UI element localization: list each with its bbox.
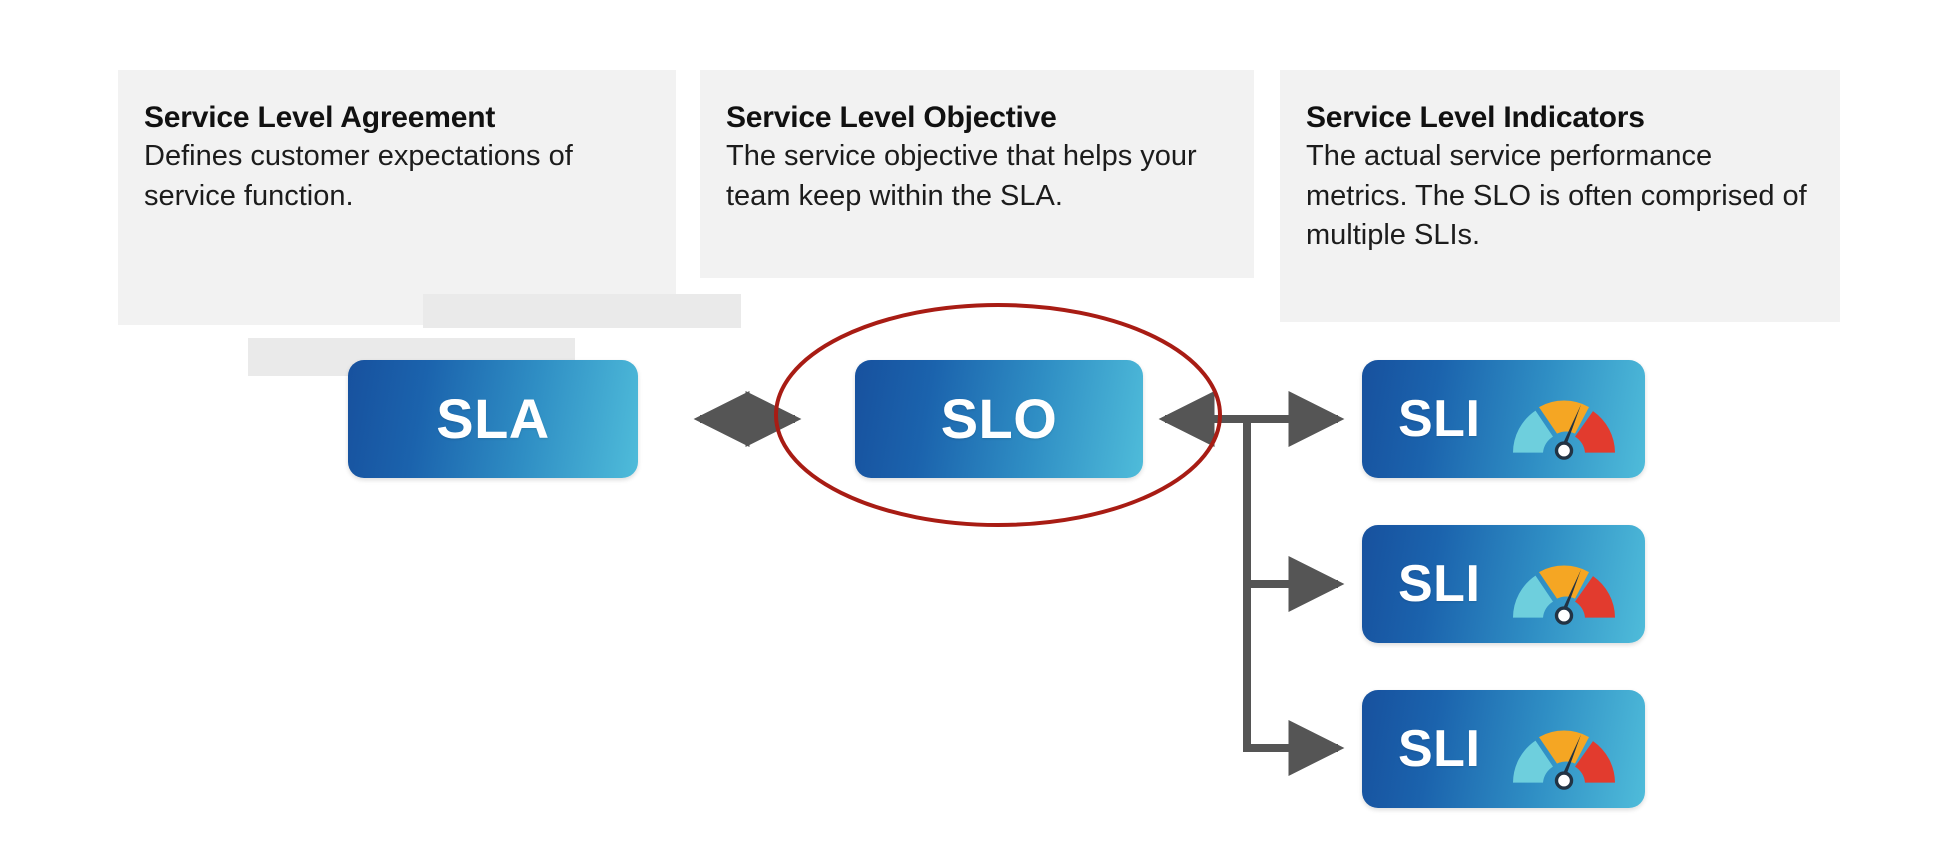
card-sla: Service Level Agreement Defines customer… — [118, 70, 741, 376]
gauge-icon — [1505, 711, 1623, 791]
node-slo[interactable]: SLO — [855, 360, 1143, 478]
redaction-block-1 — [423, 294, 741, 328]
card-slo-title: Service Level Objective — [726, 101, 1057, 134]
node-sli-1-label: SLI — [1398, 390, 1481, 448]
node-sla[interactable]: SLA — [348, 360, 638, 478]
gauge-icon — [1505, 546, 1623, 626]
node-sli-3-label: SLI — [1398, 720, 1481, 778]
card-sla-title: Service Level Agreement — [144, 101, 496, 134]
card-sli: Service Level Indicators The actual serv… — [1280, 70, 1840, 322]
node-slo-label: SLO — [940, 387, 1058, 450]
node-sli-3[interactable]: SLI — [1362, 690, 1645, 808]
node-sli-1[interactable]: SLI — [1362, 360, 1645, 478]
card-slo-body: The service objective that helps your te… — [726, 140, 1197, 212]
card-slo: Service Level Objective The service obje… — [700, 70, 1254, 278]
gauge-icon — [1505, 381, 1623, 461]
card-sli-title: Service Level Indicators — [1306, 101, 1645, 134]
card-sla-body: Defines customer expectations of service… — [144, 140, 573, 212]
node-sli-2[interactable]: SLI — [1362, 525, 1645, 643]
node-sla-label: SLA — [436, 387, 550, 450]
node-sli-2-label: SLI — [1398, 555, 1481, 613]
card-sli-body: The actual service performance metrics. … — [1306, 140, 1807, 252]
